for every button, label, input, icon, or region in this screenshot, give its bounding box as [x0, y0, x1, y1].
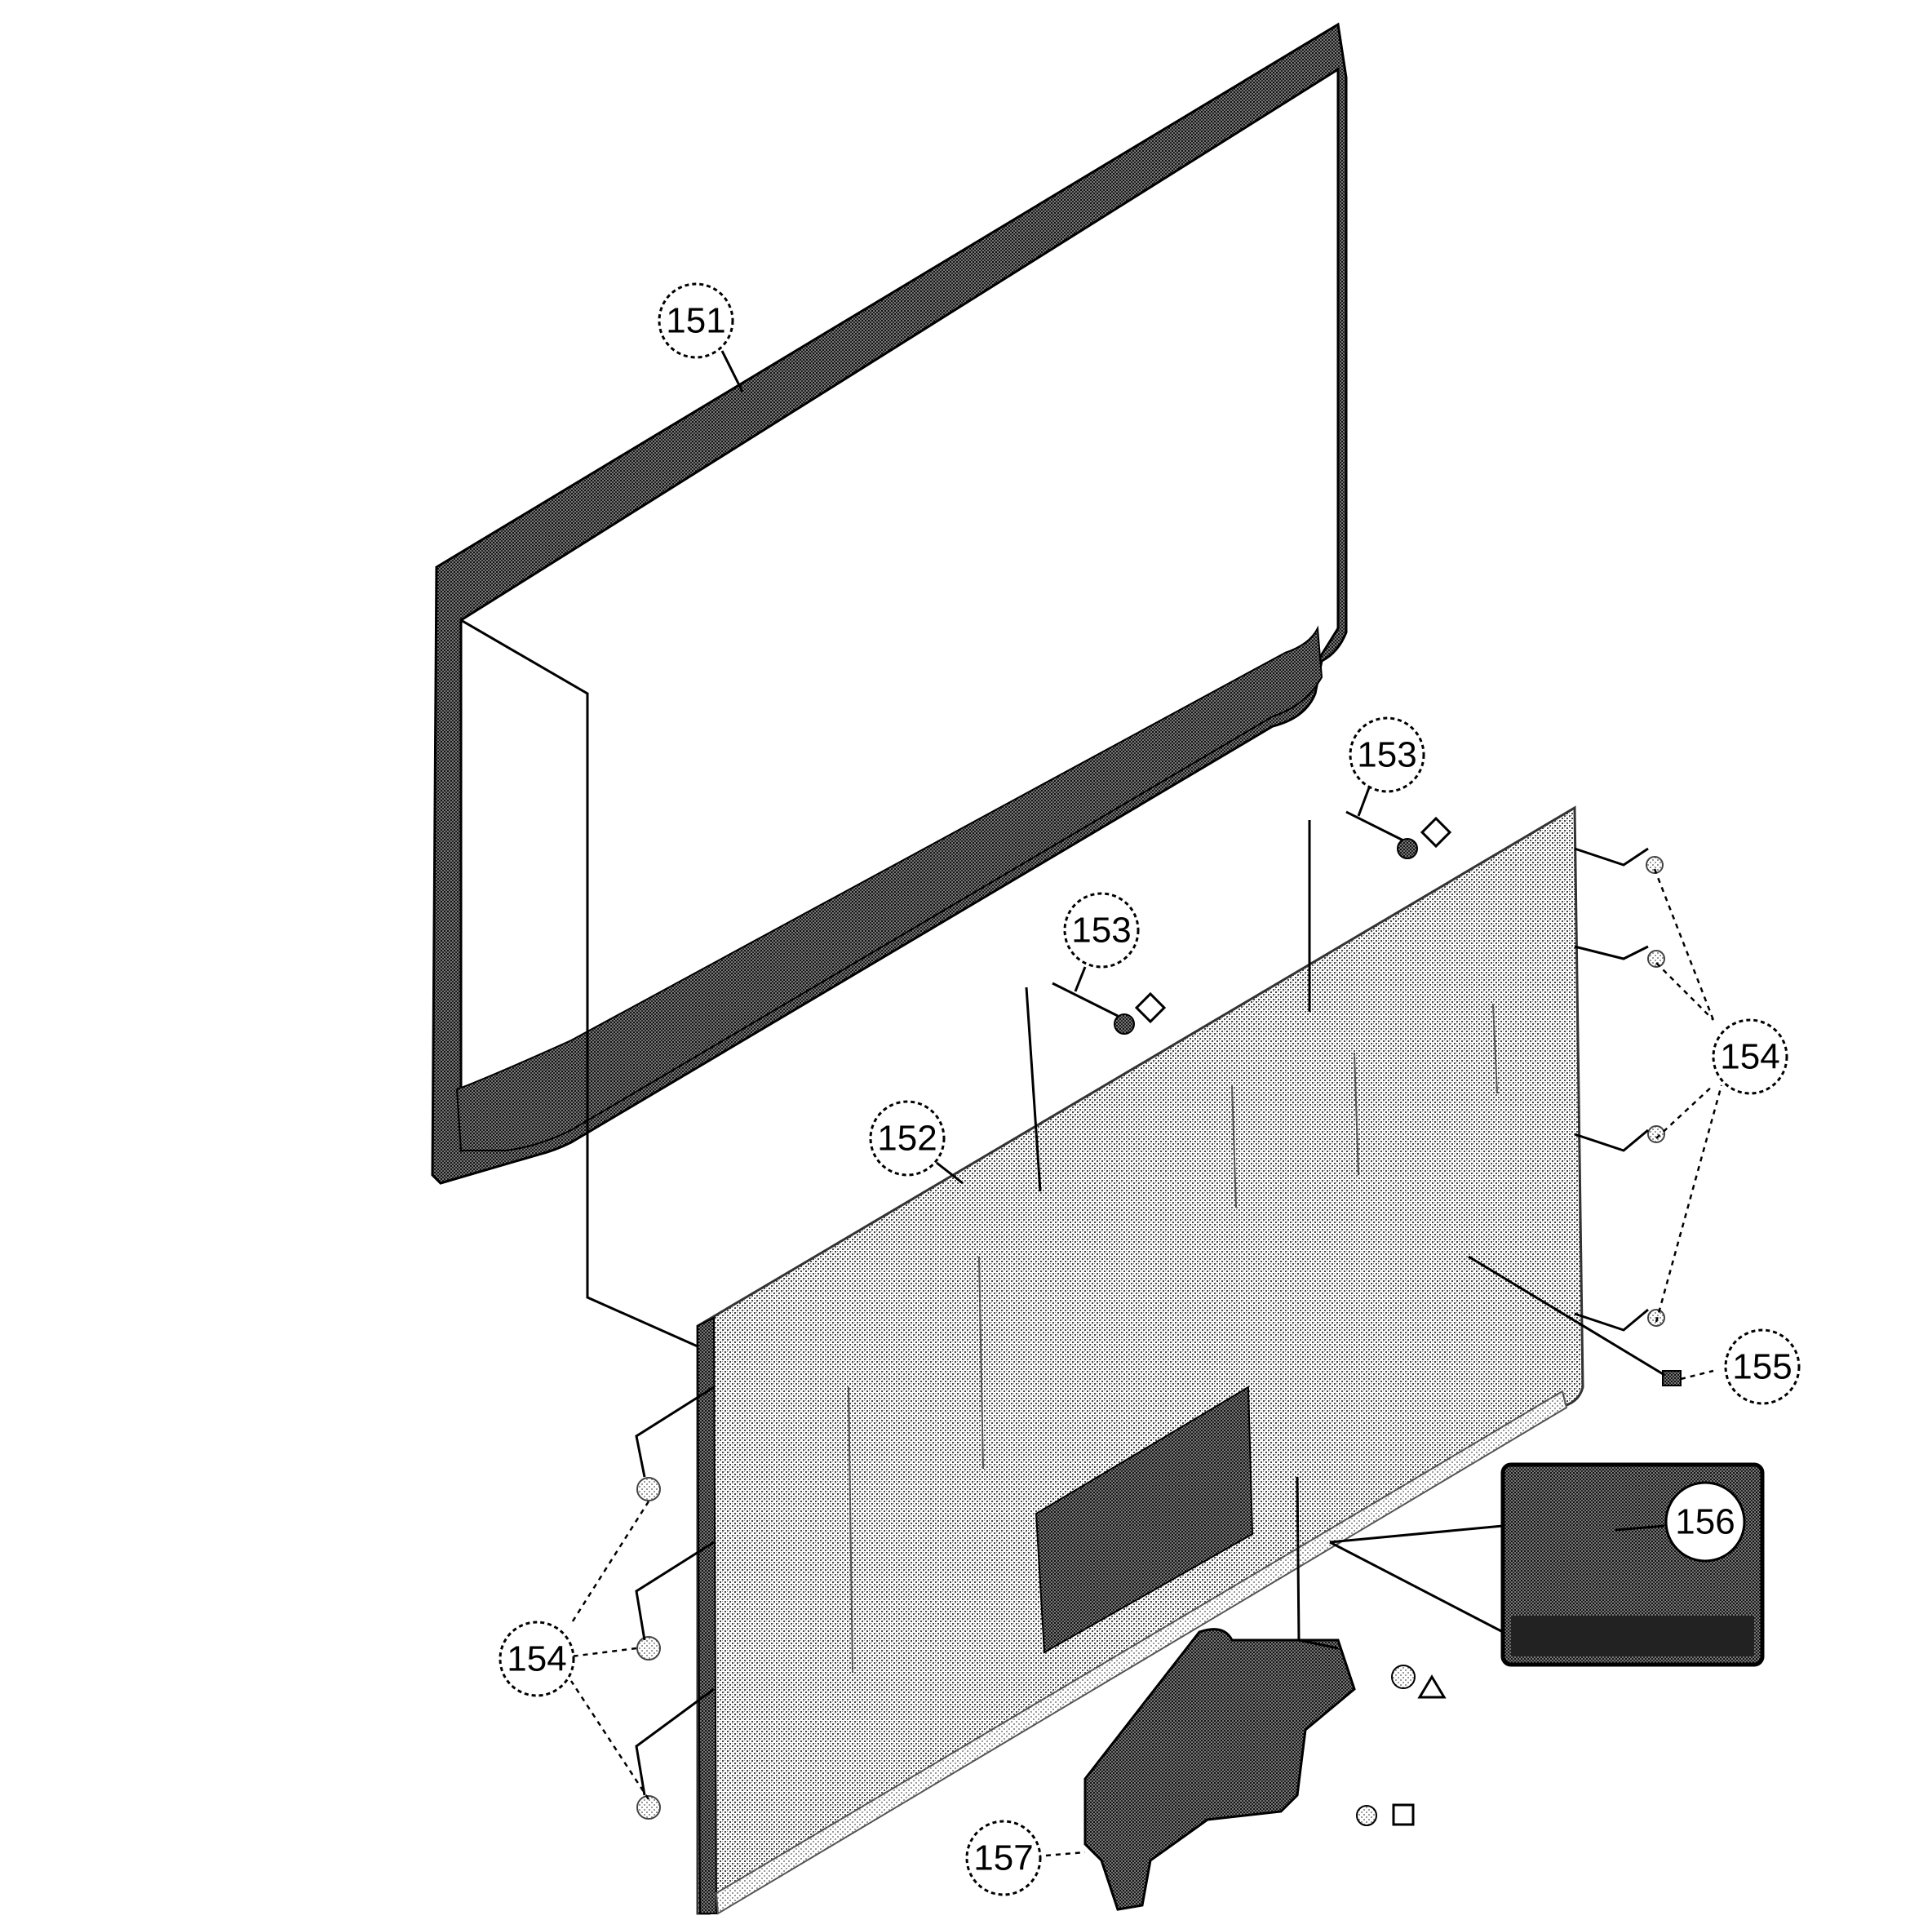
svg-text:154: 154	[507, 1639, 566, 1679]
clip-155	[1662, 1370, 1682, 1386]
svg-text:153: 153	[1071, 911, 1131, 951]
svg-text:153: 153	[1357, 735, 1416, 775]
callout-155: 155	[1724, 1328, 1801, 1405]
callout-153-upper: 153	[1349, 716, 1425, 793]
svg-text:152: 152	[877, 1119, 937, 1159]
leader-lines	[460, 350, 1723, 1858]
rear-cabinet-152	[696, 805, 1584, 1915]
callout-154-right: 154	[1712, 1018, 1788, 1095]
spacers-154-right	[1646, 856, 1665, 1327]
svg-text:157: 157	[973, 1838, 1033, 1878]
callout-154-left: 154	[499, 1621, 575, 1697]
screw-triangle	[1391, 1665, 1447, 1699]
svg-text:151: 151	[666, 301, 725, 341]
svg-text:156: 156	[1675, 1502, 1735, 1542]
callout-153-lower: 153	[1063, 892, 1140, 969]
callout-157: 157	[965, 1820, 1042, 1896]
front-bezel-151	[431, 22, 1348, 1185]
svg-text:154: 154	[1720, 1037, 1779, 1077]
screw-153-upper	[1345, 810, 1452, 859]
svg-text:155: 155	[1732, 1347, 1792, 1387]
screw-153-lower	[1052, 982, 1167, 1035]
stand-bracket-157	[1083, 1628, 1356, 1911]
callout-156: 156	[1664, 1481, 1746, 1563]
screw-square	[1356, 1803, 1415, 1826]
spacers-154-left	[636, 1477, 661, 1820]
callout-151: 151	[658, 282, 734, 359]
callout-152: 152	[869, 1100, 946, 1177]
